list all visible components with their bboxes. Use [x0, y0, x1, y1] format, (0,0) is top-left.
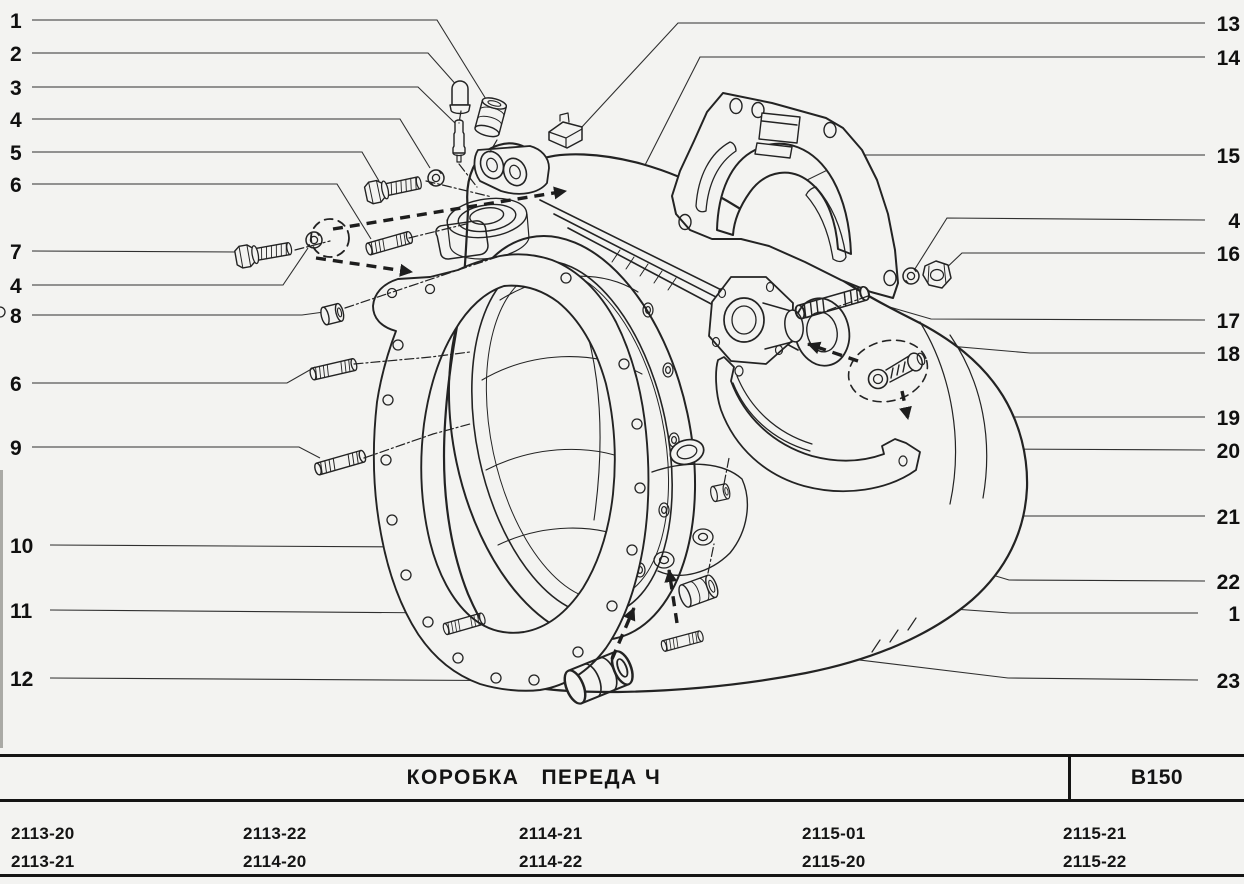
lower-cover-item-21 [715, 356, 921, 492]
callout-number-10: 10 [10, 535, 33, 558]
clip-block-item-13 [548, 112, 583, 149]
callout-number-2: 2 [10, 43, 22, 66]
callout-number-8: 8 [10, 305, 22, 328]
leader-line-4 [912, 217, 1206, 273]
leader-line-6 [32, 366, 316, 384]
leader-line-6 [32, 183, 372, 240]
leader-line-14 [639, 56, 1205, 176]
callout-number-7: 7 [10, 241, 22, 264]
bolt-item-7 [233, 236, 294, 270]
breather-pin-item-3 [452, 119, 466, 163]
callout-number-15: 15 [1217, 145, 1241, 168]
model-code-row2-col4: 2115-20 [802, 852, 866, 871]
drawing-code: B150 [1130, 766, 1184, 789]
scan-artifact [0, 470, 3, 748]
bearing-retainer-item-18 [708, 276, 804, 365]
lock-washer-item-4c [902, 267, 920, 285]
callout-number-11: 11 [10, 600, 33, 623]
callout-number-13: 13 [1217, 13, 1240, 36]
model-code-row1-col1: 2113-20 [11, 824, 75, 843]
leader-line-1 [32, 19, 490, 105]
dashed-circle-4 [310, 218, 350, 258]
title-block-bottom-rule [0, 874, 1244, 877]
title-block-top-rule [0, 754, 1244, 757]
callout-number-21: 21 [1217, 506, 1241, 529]
callout-number-5: 5 [10, 142, 22, 165]
callout-number-17: 17 [1217, 310, 1240, 333]
callout-number-12: 12 [10, 668, 33, 691]
washer-item-20 [867, 368, 889, 390]
leader-line-11 [49, 609, 447, 614]
model-code-row2-col1: 2113-21 [11, 852, 75, 871]
callout-layer: 1234567486910111213141541617181920212212… [10, 10, 1240, 693]
callout-number-6: 6 [10, 373, 22, 396]
exploded-view-diagram: 1234567486910111213141541617181920212212… [0, 10, 1240, 708]
leader-line-5 [32, 151, 380, 182]
rear-cover-plate [671, 92, 899, 299]
model-code-row1-col5: 2115-21 [1063, 824, 1127, 843]
model-code-row1-col3: 2114-21 [519, 824, 583, 843]
leader-line-17 [868, 300, 1206, 321]
model-code-row2-col5: 2115-22 [1063, 852, 1127, 871]
leader-line-3 [32, 86, 457, 125]
leader-line-9 [32, 446, 321, 459]
clutch-housing [435, 142, 1029, 694]
callout-number-9: 9 [10, 437, 22, 460]
callout-number-14: 14 [1217, 47, 1241, 70]
callout-number-23: 23 [1217, 670, 1240, 693]
callout-number-4: 4 [10, 275, 22, 298]
alignment-lines [294, 110, 869, 574]
stud-item-9 [312, 448, 368, 477]
callout-number-4: 4 [1228, 210, 1240, 233]
leader-line-13 [580, 22, 1205, 129]
cap-item-8 [318, 302, 346, 327]
model-code-row2-col3: 2114-22 [519, 852, 583, 871]
nut-item-16 [922, 260, 952, 289]
stud-item-6a [364, 230, 415, 257]
callout-number-6: 6 [10, 174, 22, 197]
callout-number-1: 1 [1228, 603, 1240, 626]
leader-line-2 [32, 52, 460, 89]
callout-number-20: 20 [1217, 440, 1240, 463]
assembly-arrows [315, 186, 912, 660]
callout-number-19: 19 [1217, 407, 1240, 430]
callout-number-3: 3 [10, 77, 22, 100]
title-block-mid-rule [0, 799, 1244, 802]
drawing-title: КОРОБКА ПЕРЕДА Ч [406, 766, 662, 789]
callout-number-16: 16 [1217, 243, 1240, 266]
callout-number-4: 4 [10, 109, 22, 132]
clutch-housing-gasket [0, 253, 650, 692]
leader-line-4 [32, 247, 309, 286]
bolt-item-5 [363, 170, 424, 206]
leader-line-7 [31, 250, 239, 253]
leader-line-10 [49, 544, 414, 548]
leader-line-8 [32, 311, 325, 316]
dashed-circle-19-20 [847, 339, 929, 403]
bolt-item-19 [885, 352, 926, 383]
leader-line-16 [940, 252, 1205, 274]
callout-number-22: 22 [1217, 571, 1240, 594]
model-code-row1-col2: 2113-22 [243, 824, 307, 843]
bushing-item-1-top [473, 94, 509, 140]
model-code-row2-col2: 2114-20 [243, 852, 307, 871]
stud-item-6b [308, 357, 359, 382]
title-block-divider [1068, 754, 1071, 802]
leader-line-4 [32, 118, 431, 169]
lock-washer-item-4a [427, 169, 445, 187]
model-code-row1-col4: 2115-01 [802, 824, 866, 843]
callout-number-1: 1 [10, 10, 22, 33]
callout-number-18: 18 [1217, 343, 1241, 366]
plug-item-2 [449, 80, 471, 115]
